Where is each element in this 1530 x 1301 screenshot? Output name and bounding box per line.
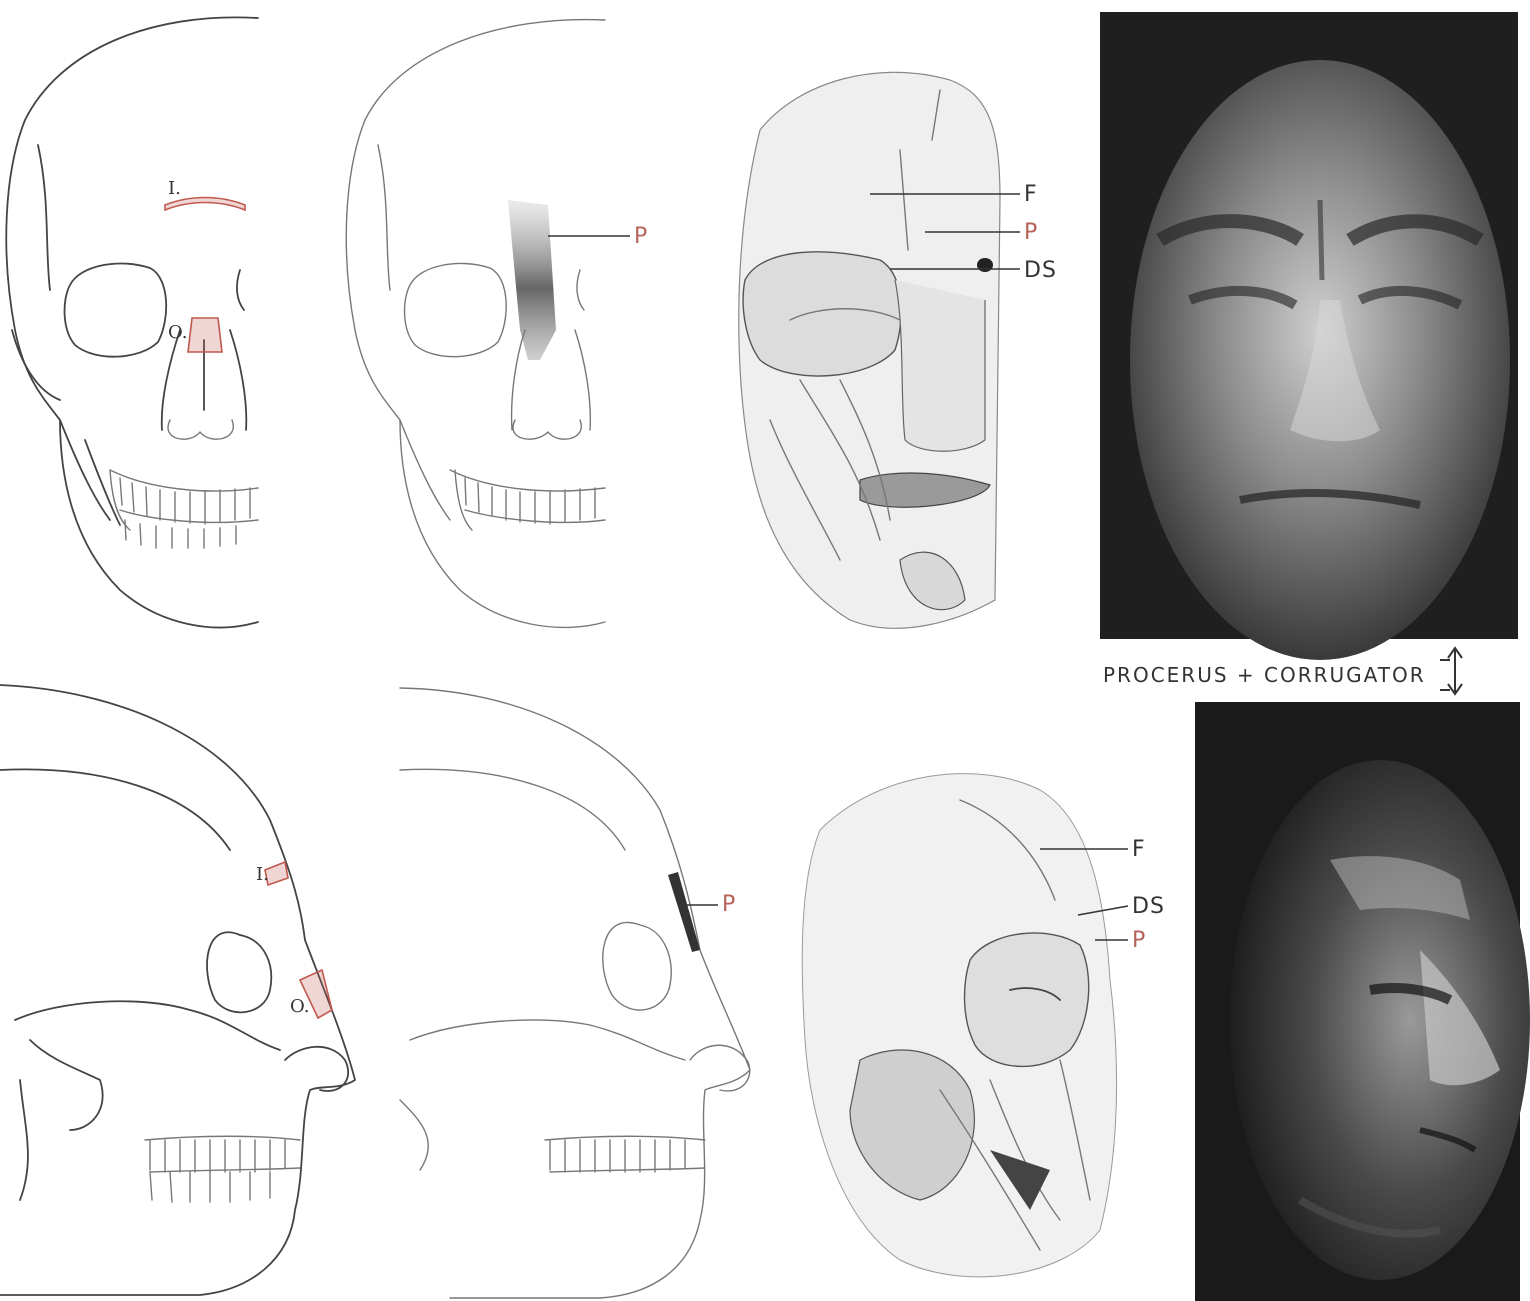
front-skull-origin-panel: I. O. xyxy=(6,17,258,627)
origin-marker-label: O. xyxy=(168,322,187,343)
side-insertion-marker-label: I. xyxy=(256,864,269,885)
side-procerus-label: P xyxy=(722,892,736,917)
insertion-marker-label: I. xyxy=(168,178,181,199)
double-arrow-icon xyxy=(1440,648,1462,694)
figure-caption: PROCERUS + CORRUGATOR xyxy=(1103,663,1426,687)
side-face-photo xyxy=(1195,702,1530,1301)
side-origin-marker-label: O. xyxy=(290,996,309,1017)
front-face-photo xyxy=(1100,12,1518,660)
side-frontalis-label: F xyxy=(1132,837,1146,862)
side-depressor-supercilii-label: DS xyxy=(1132,894,1165,919)
procerus-dissection-label: P xyxy=(1024,220,1038,245)
front-dissection-panel: F P DS xyxy=(739,72,1057,628)
depressor-supercilii-label: DS xyxy=(1024,258,1057,283)
front-skull-muscle-panel: P xyxy=(346,20,648,628)
side-skull-muscle-panel: P xyxy=(400,688,750,1298)
frontalis-label: F xyxy=(1024,182,1038,207)
side-dissection-panel: F DS P xyxy=(802,774,1165,1277)
side-procerus-dissection-label: P xyxy=(1132,928,1146,953)
procerus-label: P xyxy=(634,224,648,249)
side-skull-origin-panel: I. O. xyxy=(0,685,355,1295)
